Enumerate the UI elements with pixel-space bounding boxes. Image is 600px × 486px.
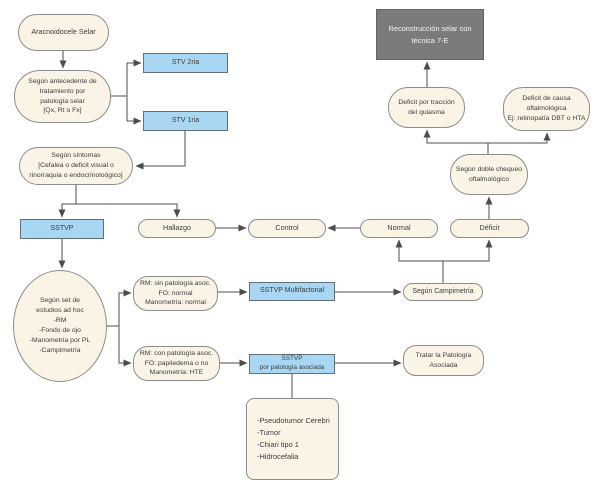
node-stv-1ria: STV 1ria — [143, 111, 228, 131]
edge-stv1-sintomas — [135, 131, 186, 170]
node-deficit-causa-oftalmologica: Deficit de causa oftalmológica Ej: retin… — [503, 87, 590, 131]
node-sstvp-patologia-asociada: SSTVP por patología asociada — [249, 354, 335, 374]
edge-antecedente-stv1 — [126, 96, 142, 125]
edge-campimetria-deficit — [443, 239, 493, 262]
edge-antecedente-stv2 — [111, 59, 142, 97]
node-aracnoidocele-selar: Aracnoidocele Selar — [18, 14, 109, 51]
node-hallazgo: Hallazgo — [138, 219, 216, 238]
node-segun-sintomas: Según síntomas [Cefalea o deficit visual… — [19, 147, 133, 185]
edge-doble-chequeo-causa — [488, 132, 551, 144]
edge-sintomas-sstvp — [58, 185, 77, 218]
node-patologias-list: -Pseudotumor Cerebri -Tumor -Chiari tipo… — [246, 398, 339, 480]
node-doble-chequeo-oftalmologico: Según doble chequeo oftalmológico — [450, 154, 528, 195]
edge-campimetria-normal — [395, 239, 444, 283]
node-rm-con-patologia: RM: con patología asoc. FO: papiledema o… — [133, 346, 220, 381]
node-sstvp-multifactorial: SSTVP Multifactorial — [249, 282, 335, 301]
node-segun-campimetria: Según Campimetría — [403, 283, 483, 301]
node-reconstruccion-selar: Reconstrucción selar con técnica 7-E — [376, 9, 484, 60]
node-set-de-estudios: Según set de estudios ad hoc -RM -Fondo … — [13, 270, 107, 382]
node-sstvp: SSTVP — [20, 219, 104, 239]
edge-doble-chequeo-traccion — [423, 129, 489, 154]
edge-estudios-rm-sin — [106, 289, 132, 327]
node-deficit: Déficit — [450, 219, 529, 238]
edge-estudios-rm-con — [118, 326, 132, 367]
edge-sintomas-hallazgo — [76, 203, 181, 218]
node-deficit-por-traccion: Deficit por tracción del quiasma — [388, 87, 465, 128]
node-control: Control — [248, 219, 326, 238]
node-normal: Normal — [360, 219, 438, 238]
node-rm-sin-patologia: RM: sin patología asoc. FO: normal Manom… — [133, 276, 218, 311]
node-tratar-patologia-asociada: Tratar la Patología Asociada — [403, 345, 484, 376]
node-stv-2ria: STV 2ria — [143, 53, 228, 73]
node-segun-antecedente: Según antecedente de tratamiento por pat… — [14, 70, 111, 123]
